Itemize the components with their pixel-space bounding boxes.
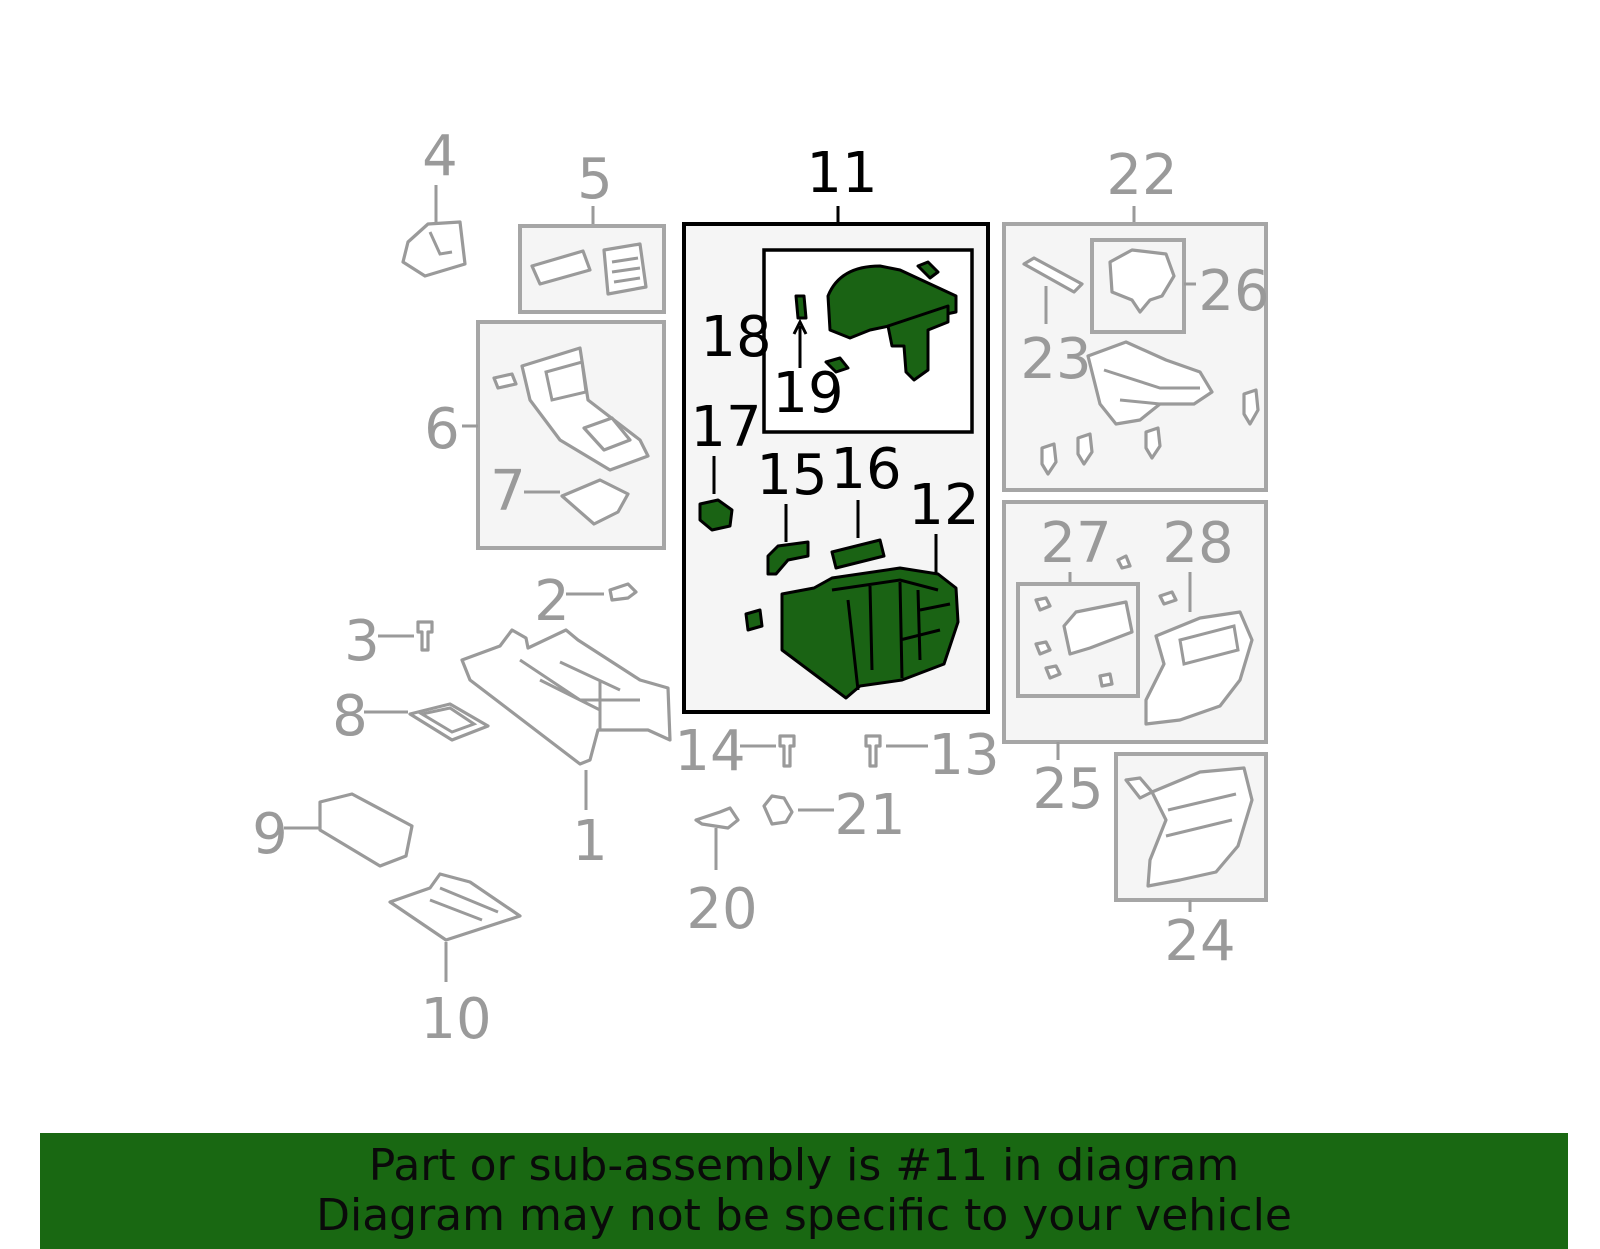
part-2-screw[interactable] <box>608 582 638 602</box>
footer-line-1: Part or sub-assembly is #11 in diagram <box>368 1140 1240 1191</box>
callout-8[interactable]: 8 <box>332 684 368 749</box>
part-23-strip[interactable] <box>1022 256 1084 294</box>
callout-27[interactable]: 27 <box>1040 511 1111 576</box>
callout-4[interactable]: 4 <box>422 124 458 189</box>
part-5-switch-panel[interactable] <box>530 249 592 286</box>
part-20-clip[interactable] <box>694 806 740 830</box>
callout-25[interactable]: 25 <box>1032 757 1103 822</box>
callout-10[interactable]: 10 <box>420 987 491 1052</box>
callout-26[interactable]: 26 <box>1198 259 1269 324</box>
callout-3[interactable]: 3 <box>344 609 380 674</box>
part-28-trim-panel[interactable] <box>1144 610 1254 726</box>
part-13-bolt[interactable] <box>864 734 882 768</box>
part-11-armrest-lid[interactable] <box>826 264 958 340</box>
callout-16[interactable]: 16 <box>830 437 901 502</box>
part-17-clip[interactable] <box>698 498 734 532</box>
part-3-bolt[interactable] <box>416 620 434 652</box>
callout-20[interactable]: 20 <box>686 877 757 942</box>
callout-21[interactable]: 21 <box>834 783 905 848</box>
part-21-nut[interactable] <box>762 794 794 826</box>
part-15-bracket[interactable] <box>766 540 810 576</box>
callout-24[interactable]: 24 <box>1164 909 1235 974</box>
callout-22[interactable]: 22 <box>1106 143 1177 208</box>
footer-line-2: Diagram may not be specific to your vehi… <box>316 1190 1292 1241</box>
footer-banner: Part or sub-assembly is #11 in diagram D… <box>40 1133 1568 1249</box>
callout-19[interactable]: 19 <box>772 361 843 426</box>
callout-28[interactable]: 28 <box>1162 511 1233 576</box>
callout-23[interactable]: 23 <box>1020 327 1091 392</box>
callout-11[interactable]: 11 <box>806 141 877 206</box>
part-22-cover[interactable] <box>1086 340 1214 426</box>
callout-14[interactable]: 14 <box>674 719 745 784</box>
callout-7[interactable]: 7 <box>490 459 526 524</box>
part-9-box[interactable] <box>318 792 414 868</box>
part-27-pocket[interactable] <box>1062 600 1134 656</box>
callout-9[interactable]: 9 <box>252 802 288 867</box>
part-10-plate[interactable] <box>388 872 522 942</box>
part-7-mat[interactable] <box>560 478 630 526</box>
part-16-pad[interactable] <box>830 538 886 570</box>
callout-2[interactable]: 2 <box>534 569 570 634</box>
part-14-bolt[interactable] <box>778 734 796 768</box>
part-1-console-base[interactable] <box>460 628 672 766</box>
part-26-bracket[interactable] <box>1108 248 1176 314</box>
callout-13[interactable]: 13 <box>928 723 999 788</box>
part-4-bracket[interactable] <box>401 220 467 278</box>
callout-1[interactable]: 1 <box>572 809 608 874</box>
callout-12[interactable]: 12 <box>908 473 979 538</box>
callout-17[interactable]: 17 <box>690 395 761 460</box>
callout-15[interactable]: 15 <box>756 443 827 508</box>
callout-18[interactable]: 18 <box>700 305 771 370</box>
callout-6[interactable]: 6 <box>424 397 460 462</box>
callout-5[interactable]: 5 <box>577 147 613 212</box>
